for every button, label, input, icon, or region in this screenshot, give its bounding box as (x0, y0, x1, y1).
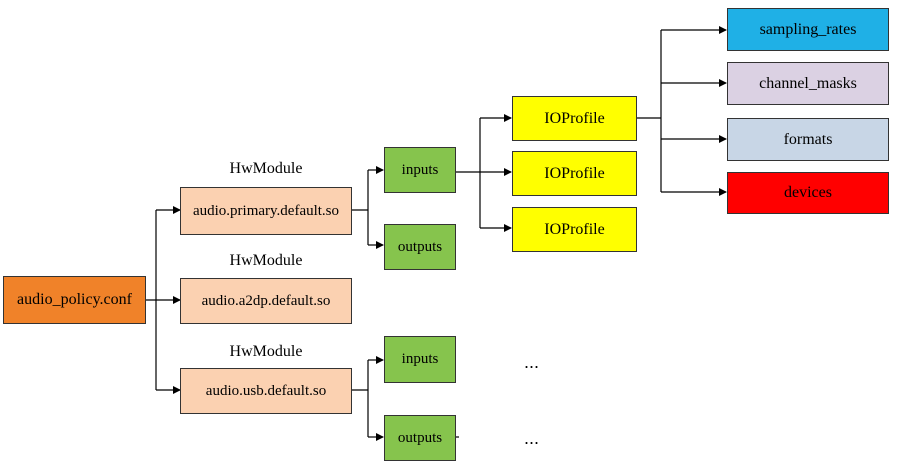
usb-inputs-label: inputs (401, 351, 439, 367)
formats-label: formats (783, 130, 833, 148)
module-node-primary[interactable]: audio.primary.default.so (180, 187, 352, 235)
module-caption-usb: HwModule (229, 343, 303, 360)
root-label: audio_policy.conf (17, 291, 132, 308)
usb-inputs-node[interactable]: inputs (384, 336, 456, 383)
ioprofile-label-2: IOProfile (544, 164, 605, 182)
ioprofile-node-3[interactable]: IOProfile (512, 207, 637, 252)
formats-node[interactable]: formats (727, 118, 889, 161)
module-label-primary: audio.primary.default.so (192, 202, 340, 219)
module-label-usb: audio.usb.default.so (205, 382, 327, 399)
primary-outputs-label: outputs (397, 238, 443, 255)
connector-root-trunk (146, 210, 157, 390)
ellipsis-usb-inputs: ... (524, 352, 540, 372)
usb-outputs-node[interactable]: outputs (384, 415, 456, 461)
module-node-usb[interactable]: audio.usb.default.so (180, 368, 352, 414)
primary-inputs-label: inputs (401, 161, 439, 178)
connector-usb-trunk (352, 360, 369, 437)
primary-outputs-node[interactable]: outputs (384, 224, 456, 270)
connector-profile-trunk (637, 30, 662, 192)
ioprofile-node-1[interactable]: IOProfile (512, 96, 637, 141)
sampling-rates-node[interactable]: sampling_rates (727, 8, 889, 51)
channel-masks-node[interactable]: channel_masks (727, 62, 889, 105)
module-label-a2dp: audio.a2dp.default.so (201, 292, 331, 309)
root-node[interactable]: audio_policy.conf (3, 276, 146, 324)
ellipsis-usb-outputs: ... (524, 428, 540, 448)
ioprofile-node-2[interactable]: IOProfile (512, 151, 637, 196)
module-node-a2dp[interactable]: audio.a2dp.default.so (180, 278, 352, 324)
connector-inputs-trunk (455, 118, 481, 228)
ioprofile-label-1: IOProfile (544, 109, 605, 127)
module-caption-a2dp: HwModule (229, 252, 303, 269)
usb-outputs-label: outputs (397, 429, 443, 446)
module-caption-primary: HwModule (229, 160, 303, 177)
sampling-rates-label: sampling_rates (759, 20, 857, 38)
devices-node[interactable]: devices (727, 172, 889, 214)
primary-inputs-node[interactable]: inputs (384, 147, 456, 193)
ioprofile-label-3: IOProfile (544, 220, 605, 238)
connector-primary-trunk (352, 170, 369, 245)
channel-masks-label: channel_masks (759, 74, 857, 92)
devices-label: devices (784, 184, 832, 201)
